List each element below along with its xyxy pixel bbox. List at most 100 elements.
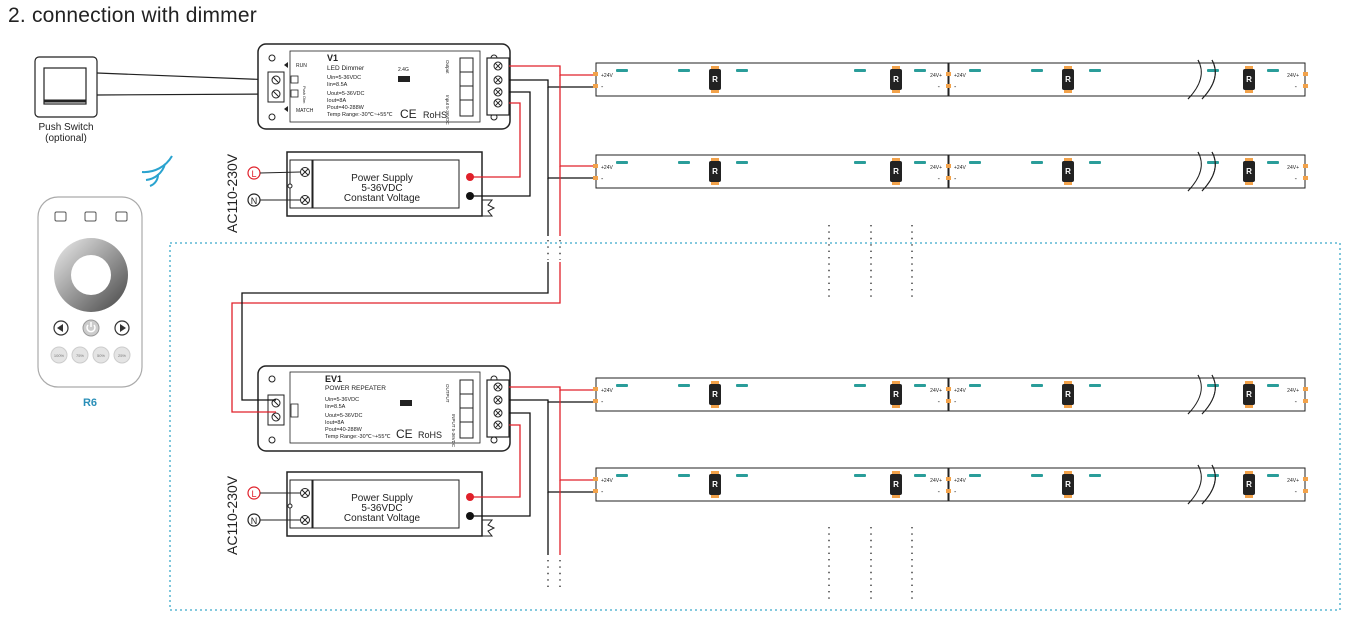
dimmer-spec-5: Temp Range:-30℃~+55℃ (327, 112, 393, 118)
strip-minus-label: - (601, 489, 604, 496)
resistor (890, 474, 902, 495)
repeater-spec-0: Uin=5-36VDC (325, 397, 359, 403)
strip-plus-label: +24V (954, 388, 966, 394)
resistor (709, 69, 721, 90)
strip-plus-label: +24V (601, 165, 613, 171)
continuation-dots (547, 225, 913, 602)
repeater-ce-label: CE (396, 427, 413, 441)
strip-end-plus-label: 24V+ (1287, 165, 1299, 171)
dimmer-model: V1 (327, 53, 338, 63)
psu-bottom-line2: 5-36VDC (361, 503, 402, 514)
remote-top-buttons (54, 211, 128, 222)
dimmer-name: LED Dimmer (327, 65, 365, 72)
strip-end-plus-label: 24V+ (930, 388, 942, 394)
led-chip (1089, 161, 1101, 164)
dimmer-spec-4: Pout=40-288W (327, 105, 365, 111)
dimmer-run-label: RUN (296, 63, 307, 69)
led-chip (914, 384, 926, 387)
resistor-label: R (1246, 480, 1252, 489)
strip-end-minus-label: - (1295, 176, 1298, 183)
svg-text:L: L (251, 489, 256, 499)
repeater-spec-5: Temp Range:-30℃~+55℃ (325, 434, 391, 440)
resistor-label: R (1065, 167, 1071, 176)
resistor (1062, 161, 1074, 182)
led-chip (1207, 384, 1219, 387)
led-chip (736, 69, 748, 72)
resistor-label: R (712, 167, 718, 176)
strip-minus-label: - (954, 176, 957, 183)
remote-preset-label: 25% (118, 353, 126, 358)
repeater-name: POWER REPEATER (325, 385, 386, 392)
strip-end-minus-label: - (1295, 489, 1298, 496)
strip-plus-label: +24V (601, 478, 613, 484)
led-chip (1031, 161, 1043, 164)
resistor-label: R (712, 480, 718, 489)
resistor-label: R (893, 167, 899, 176)
led-chip (1267, 384, 1279, 387)
ac-label-bottom: AC110-230V (224, 475, 240, 555)
resistor (890, 384, 902, 405)
resistor (1243, 161, 1255, 182)
remote-preset-label: 100% (54, 353, 65, 358)
resistor (1062, 384, 1074, 405)
dimmer-spec-0: Uin=5-36VDC (327, 75, 361, 81)
strip-end-plus-label: 24V+ (1287, 478, 1299, 484)
page-title: 2. connection with dimmer (8, 4, 257, 27)
dimmer-ce-label: CE (400, 107, 417, 121)
ac-label-top: AC110-230V (224, 153, 240, 233)
dimmer-spec-3: Iout=8A (327, 98, 346, 104)
strip-end-plus-label: 24V+ (1287, 73, 1299, 79)
svg-text:L: L (251, 169, 256, 179)
led-chip (1089, 69, 1101, 72)
dimmer-match-label: MATCH (296, 108, 314, 114)
repeater-rohs-label: RoHS (418, 430, 442, 440)
led-chip (969, 474, 981, 477)
strip-end-plus-label: 24V+ (930, 165, 942, 171)
led-chip (1267, 161, 1279, 164)
repeater-model: EV1 (325, 374, 342, 384)
led-chip (736, 384, 748, 387)
led-chip (736, 474, 748, 477)
led-chip (1089, 474, 1101, 477)
strip-break-symbol (1187, 374, 1216, 415)
resistor-label: R (893, 390, 899, 399)
live-terminal-bottom: L (247, 486, 300, 500)
led-chip (1031, 474, 1043, 477)
strip-minus-label: - (601, 399, 604, 406)
wiring (231, 65, 596, 555)
strip-plus-label: +24V (601, 388, 613, 394)
neutral-terminal-bottom: N (247, 513, 300, 527)
push-switch-label: Push Switch (38, 122, 93, 133)
led-chip (854, 161, 866, 164)
strip-end-plus-label: 24V+ (930, 478, 942, 484)
led-chip (969, 384, 981, 387)
resistor-label: R (712, 390, 718, 399)
led-chip (1267, 474, 1279, 477)
led-chip (678, 384, 690, 387)
strip-end-minus-label: - (938, 489, 941, 496)
svg-text:N: N (251, 516, 258, 526)
resistor (709, 161, 721, 182)
strip-minus-label: - (954, 399, 957, 406)
strip-end-minus-label: - (1295, 399, 1298, 406)
push-switch-optional-label: (optional) (45, 133, 87, 144)
resistor (890, 161, 902, 182)
led-chip (1207, 161, 1219, 164)
wireless-signal-icon (141, 155, 173, 187)
resistor (890, 69, 902, 90)
strip-minus-label: - (954, 489, 957, 496)
resistor-label: R (1246, 75, 1252, 84)
led-chip (1267, 69, 1279, 72)
repeater-output-label: OUTPUT (445, 384, 450, 403)
resistor-label: R (1246, 167, 1252, 176)
led-chip (678, 69, 690, 72)
strip-break-symbol (1187, 59, 1216, 100)
led-chip (678, 474, 690, 477)
repeater-spec-2: Uout=5-36VDC (325, 413, 362, 419)
